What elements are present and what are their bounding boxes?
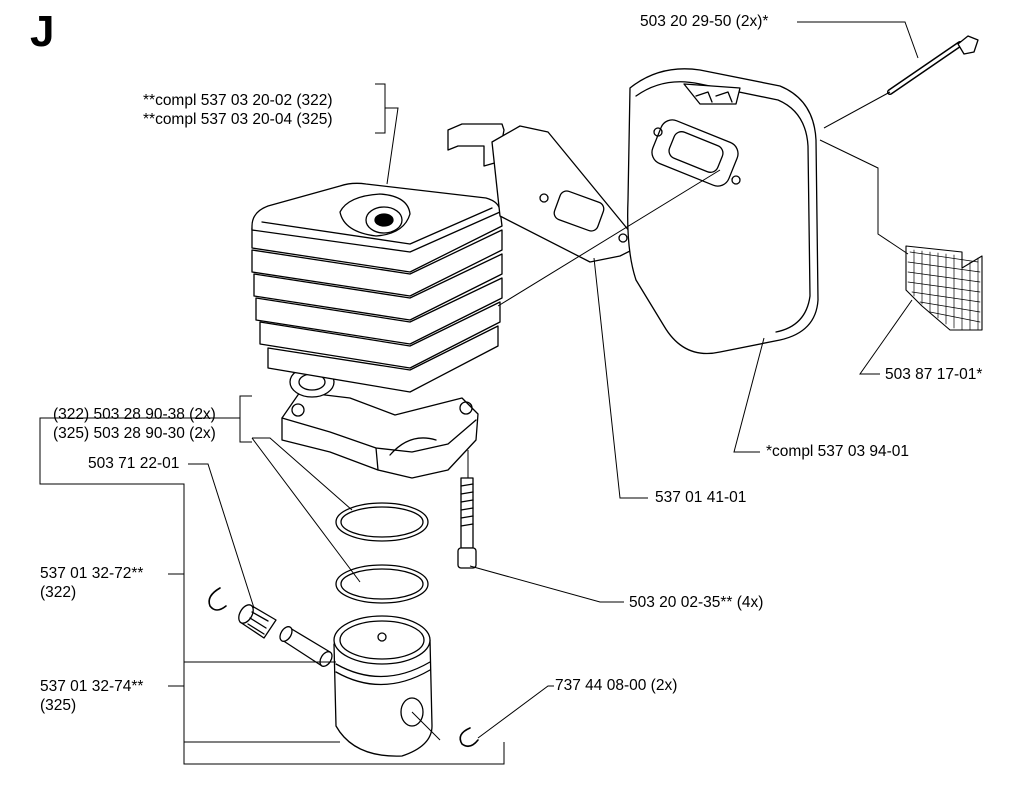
label-needle-bearing: 503 71 22-01 (88, 455, 180, 472)
label-base-bolt-322: (322) 503 28 90-38 (2x) (53, 406, 216, 423)
cylinder-illustration (251, 182, 503, 479)
piston-illustration (333, 615, 433, 757)
label-circlip: 737 44 08-00 (2x) (555, 677, 678, 694)
circlip-left-illustration (208, 587, 227, 611)
piston-rings-illustration (335, 502, 429, 604)
leader-lines (39, 21, 919, 765)
label-muffler-bolt: 503 20 29-50 (2x)* (640, 13, 769, 30)
label-piston-325-number: 537 01 32-74** (40, 678, 144, 695)
cylinder-screw-illustration (457, 477, 477, 569)
label-cylinder-322: **compl 537 03 20-02 (322) (143, 92, 333, 109)
label-piston-322-number: 537 01 32-72** (40, 565, 144, 582)
circlip-right-illustration (459, 727, 479, 748)
label-cylinder-screw: 503 20 02-35** (4x) (629, 594, 764, 611)
section-letter: J (30, 7, 55, 56)
needle-bearing-illustration (238, 604, 277, 639)
label-piston-322-model: (322) (40, 584, 77, 601)
label-cylinder-325: **compl 537 03 20-04 (325) (143, 111, 333, 128)
muffler-bolt-illustration (887, 35, 979, 95)
label-muffler: *compl 537 03 94-01 (766, 443, 910, 460)
label-screen: 503 87 17-01* (885, 366, 983, 383)
gasket-plate-illustration (447, 123, 637, 263)
screen-mesh-illustration (905, 245, 983, 331)
muffler-illustration (627, 68, 819, 355)
label-piston-325-model: (325) (40, 697, 77, 714)
label-base-bolt-325: (325) 503 28 90-30 (2x) (53, 425, 216, 442)
piston-pin-illustration (279, 626, 333, 667)
label-gasket-plate: 537 01 41-01 (655, 489, 747, 506)
